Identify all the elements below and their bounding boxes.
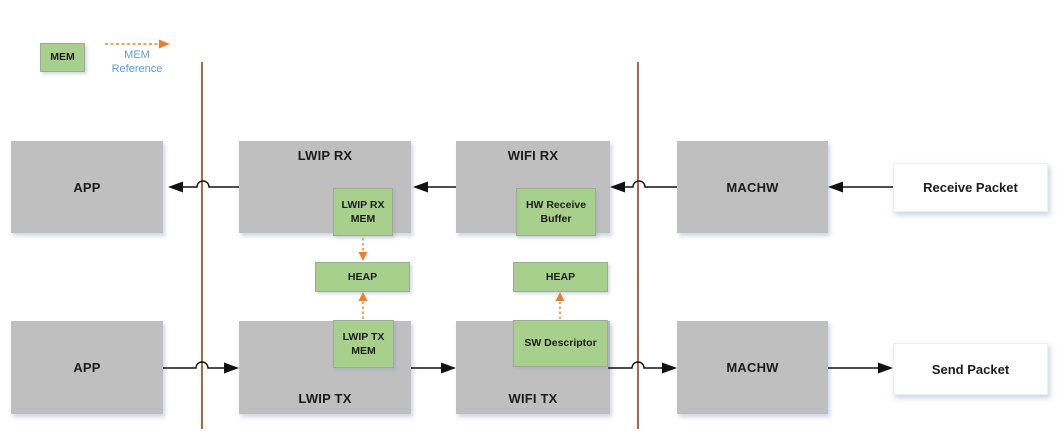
sw-descriptor-box: SW Descriptor bbox=[513, 320, 608, 367]
lwip-rx-mem-box: LWIP RX MEM bbox=[333, 188, 393, 236]
arrow-wifitx-to-machw-head-icon bbox=[662, 362, 677, 374]
arrow-app-to-lwiptx bbox=[163, 361, 224, 369]
send-packet-box: Send Packet bbox=[893, 343, 1048, 395]
receive-packet-box: Receive Packet bbox=[893, 163, 1048, 212]
heap-right-box: HEAP bbox=[513, 262, 608, 292]
arrow-machw-to-wifirx-head-icon bbox=[610, 181, 625, 193]
lwip-rx-mem-label: LWIP RX MEM bbox=[341, 198, 385, 225]
hw-receive-buffer-box: HW Receive Buffer bbox=[516, 188, 596, 236]
arrow-machw-to-sendpacket-head-icon bbox=[878, 362, 893, 374]
lwip-tx-label: LWIP TX bbox=[298, 391, 352, 406]
hw-receive-buffer-label: HW Receive Buffer bbox=[525, 198, 587, 225]
heap-right-label: HEAP bbox=[545, 270, 576, 283]
wifi-tx-label: WIFI TX bbox=[508, 391, 558, 406]
lwip-rx-label: LWIP RX bbox=[297, 148, 353, 163]
memref-lwiptxmem-to-heap-arrowhead-icon bbox=[358, 292, 368, 301]
receive-packet-label: Receive Packet bbox=[923, 180, 1018, 195]
memref-lwiprxmem-to-heap-arrowhead-icon bbox=[358, 252, 368, 261]
machw-rx-label: MACHW bbox=[726, 179, 779, 195]
heap-left-box: HEAP bbox=[315, 262, 410, 292]
memref-swdescriptor-to-heap-arrowhead-icon bbox=[555, 292, 565, 301]
machw-tx-label: MACHW bbox=[726, 360, 779, 375]
arrow-app-to-lwiptx-head-icon bbox=[224, 362, 239, 374]
arrow-wifitx-to-machw bbox=[608, 361, 662, 369]
lwip-rx-box: LWIP RX bbox=[239, 141, 411, 233]
arrow-lwiprx-to-app-head-icon bbox=[168, 181, 183, 193]
app-rx-box: APP bbox=[11, 141, 163, 233]
arrow-receivepacket-to-machw-head-icon bbox=[828, 181, 843, 193]
lwip-tx-mem-label: LWIP TX MEM bbox=[342, 330, 385, 357]
heap-left-label: HEAP bbox=[347, 270, 378, 283]
machw-tx-box: MACHW bbox=[677, 321, 828, 414]
legend-mem-box: MEM bbox=[40, 43, 85, 72]
arrow-lwiprx-to-app bbox=[183, 180, 239, 188]
arrow-wifirx-to-lwiprx-head-icon bbox=[413, 181, 428, 193]
app-tx-label: APP bbox=[73, 360, 101, 375]
lwip-tx-mem-box: LWIP TX MEM bbox=[333, 320, 394, 368]
legend-mem-reference-label: MEM Reference bbox=[111, 49, 163, 75]
sw-descriptor-label: SW Descriptor bbox=[524, 337, 597, 350]
wifi-rx-label: WIFI RX bbox=[507, 148, 559, 163]
send-packet-label: Send Packet bbox=[931, 361, 1010, 377]
legend-mem-label: MEM bbox=[50, 51, 75, 64]
arrow-machw-to-wifirx bbox=[625, 180, 677, 188]
app-tx-box: APP bbox=[11, 321, 163, 414]
app-rx-label: APP bbox=[73, 179, 101, 195]
arrow-lwiptx-to-wifitx-head-icon bbox=[441, 362, 456, 374]
machw-rx-box: MACHW bbox=[677, 141, 828, 233]
